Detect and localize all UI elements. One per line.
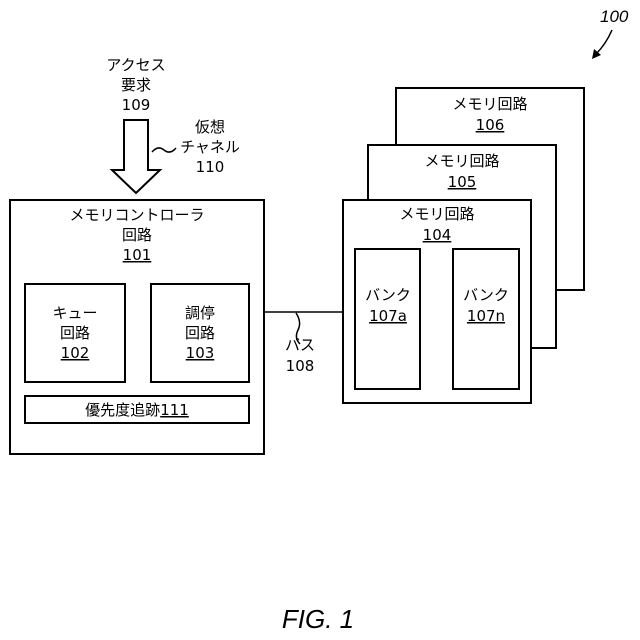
priority-tracking-label: 優先度追跡 [85,401,160,419]
memory-circuit-105-ref: 105 [448,173,477,191]
queue-circuit-ref: 102 [61,344,90,362]
memory-circuit-106-label: メモリ回路 [452,95,527,113]
arbiter-circuit-ref: 103 [186,344,215,362]
access-request-arrow [112,120,160,193]
figure-ref-number: 100 [600,7,629,26]
bus-label: バス [285,336,315,354]
arbiter-circuit-label-2: 回路 [185,324,215,342]
queue-circuit-label-2: 回路 [60,324,90,342]
priority-tracking-ref: 111 [160,401,189,419]
bank-107a-label: バンク [365,286,411,304]
bus-ref: 108 [286,357,315,375]
figure-ref-arrow [596,30,612,54]
bank-107a-ref: 107a [369,307,407,325]
priority-tracking-text: 優先度追跡111 [85,401,189,419]
access-request-label-1: アクセス [106,56,165,74]
access-request-label-2: 要求 [121,76,151,94]
memory-circuit-104-ref: 104 [423,226,452,244]
figure-caption: FIG. 1 [282,604,354,634]
memory-controller-label-1: メモリコントローラ [69,206,204,224]
virtual-channel-leader [152,148,176,152]
access-request-ref: 109 [122,96,151,114]
virtual-channel-label-2: チャネル [180,138,240,156]
memory-circuit-104-label: メモリ回路 [399,205,474,223]
queue-circuit-label-1: キュー [52,304,97,322]
memory-controller-label-2: 回路 [122,226,152,244]
bank-107n-label: バンク [463,286,509,304]
bank-107n-ref: 107n [467,307,505,325]
arbiter-circuit-label-1: 調停 [185,304,215,322]
memory-circuit-106-ref: 106 [476,116,505,134]
virtual-channel-ref: 110 [196,158,225,176]
memory-controller-ref: 101 [123,246,152,264]
memory-circuit-105-label: メモリ回路 [424,152,499,170]
virtual-channel-label-1: 仮想 [195,118,225,136]
